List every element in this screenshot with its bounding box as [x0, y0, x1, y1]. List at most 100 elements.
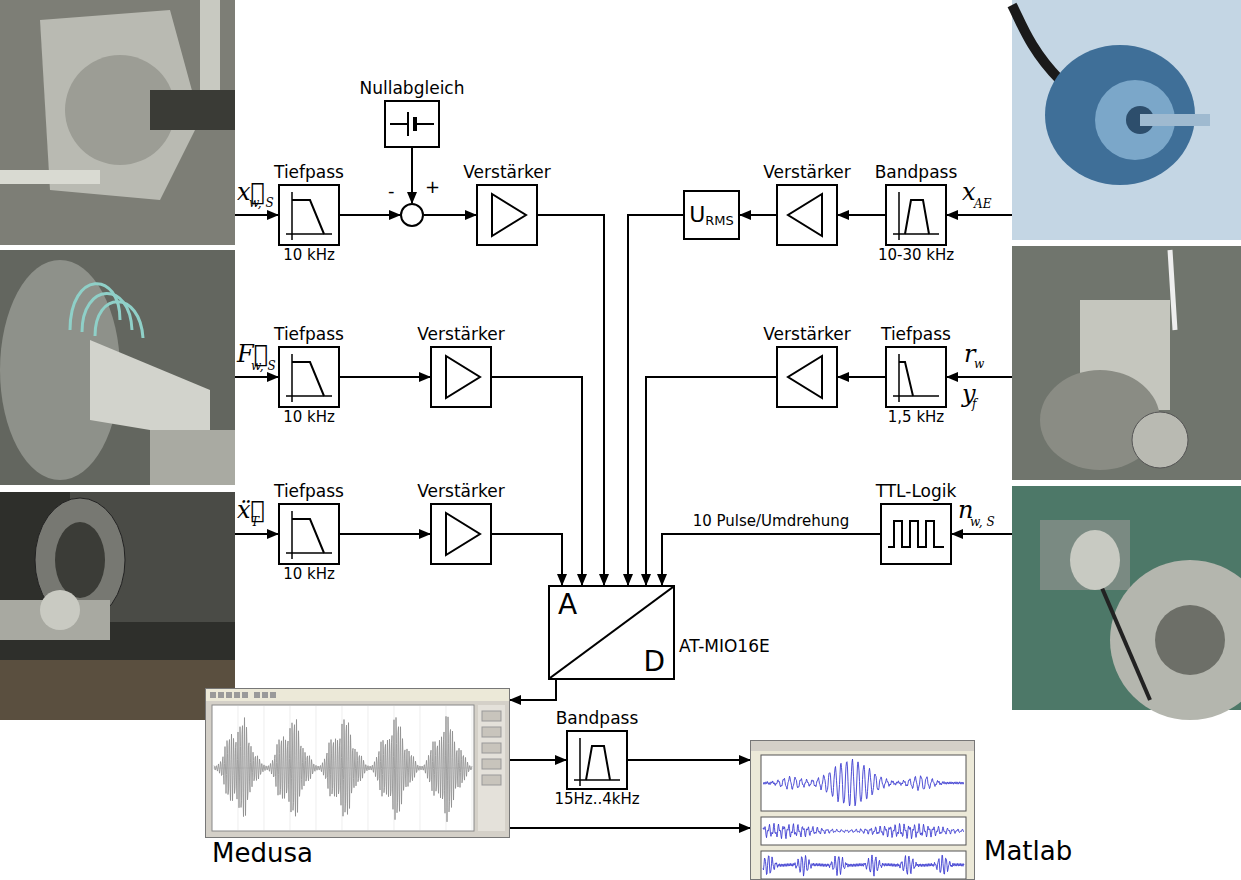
signal-subscript: f — [972, 398, 976, 410]
plot-panel — [761, 755, 966, 811]
bp-symbol — [568, 732, 626, 788]
block-label: Verstärker — [763, 325, 850, 345]
photo-ground — [0, 492, 235, 720]
signal-subscript: w, S — [249, 197, 274, 209]
battery-plate — [407, 112, 409, 136]
medusa-symbol — [206, 689, 509, 837]
cable — [1170, 250, 1175, 330]
block-label: Tiefpass — [274, 163, 344, 183]
panel-button — [482, 711, 501, 721]
signal-connector — [510, 759, 566, 761]
filter-axes — [286, 511, 332, 559]
software-screenshot: Medusa — [205, 688, 510, 838]
pulse-train — [888, 521, 944, 547]
lp-symbol — [280, 505, 338, 563]
filter-axes — [574, 738, 620, 786]
toolbar-icon — [226, 692, 232, 698]
plot-panel — [761, 851, 966, 879]
encoder — [1070, 530, 1120, 590]
amplifier-box: Verstärker — [430, 503, 492, 565]
ampl-symbol — [778, 348, 836, 406]
photo-ground — [1012, 246, 1241, 480]
offset-source: Nullabgleich — [384, 100, 440, 148]
block-label: U — [689, 202, 705, 227]
pulley-hub — [1155, 605, 1225, 675]
cutoff-frequency: 1,5 kHz — [888, 409, 944, 426]
block-label: Tiefpass — [881, 325, 951, 345]
filter-axes — [286, 354, 332, 402]
rod — [0, 170, 100, 184]
grid-line — [213, 768, 473, 769]
lowpass-filter: Tiefpass10 kHz — [278, 503, 340, 565]
toolbar-icon — [262, 692, 268, 698]
amplifier-triangle — [788, 356, 822, 398]
cutoff-frequency: 10 kHz — [283, 247, 335, 264]
signal-subscript: w, S — [251, 360, 276, 372]
photo-distance-sensor — [1012, 246, 1241, 480]
photo-ground — [1012, 0, 1241, 240]
bp-symbol — [887, 186, 945, 244]
bandpass-filter: Bandpass15Hz..4kHz — [566, 730, 628, 790]
filter-curve — [586, 746, 610, 780]
toolbar-icon — [254, 692, 260, 698]
signal-connector — [340, 214, 400, 216]
signal-connector — [538, 215, 604, 585]
amplifier-triangle — [446, 356, 480, 398]
battery-plate — [413, 117, 417, 131]
panel-button — [482, 775, 501, 785]
block-label: Nullabgleich — [360, 79, 465, 99]
filter-axes — [286, 192, 332, 240]
ampr-symbol — [478, 186, 536, 244]
lp2-symbol — [887, 348, 945, 406]
block-label: TTL-Logik — [876, 482, 957, 502]
signal-connector — [628, 759, 750, 761]
block-label: Verstärker — [463, 163, 550, 183]
ring-core — [55, 522, 105, 598]
signal-name: r — [964, 342, 975, 366]
filter-curve — [292, 519, 324, 553]
amplifier-box: Verstärker — [430, 346, 492, 408]
cutoff-frequency: 15Hz..4kHz — [554, 791, 639, 808]
filter-axes — [893, 354, 939, 402]
cable — [1012, 5, 1060, 80]
panel-button — [482, 727, 501, 737]
lp-symbol — [280, 186, 338, 244]
base — [0, 660, 235, 720]
block-label: Bandpass — [556, 709, 639, 729]
program-name: Medusa — [212, 839, 313, 869]
shaft — [150, 90, 235, 130]
waveform — [214, 716, 472, 822]
lowpass-filter: Tiefpass1,5 kHz — [885, 346, 947, 408]
bandpass-filter: Bandpass10-30 kHz — [885, 184, 947, 246]
waveform — [763, 823, 964, 838]
photo-accelerometer — [0, 492, 235, 720]
lp-symbol — [280, 348, 338, 406]
amplifier-triangle — [446, 513, 480, 555]
ampl-symbol — [778, 186, 836, 244]
photo-ground — [0, 0, 235, 245]
card-name: AT-MIO16E — [679, 637, 770, 657]
signal-line — [952, 533, 1012, 535]
photo-spindle — [0, 0, 235, 245]
block-label: Verstärker — [417, 325, 504, 345]
lowpass-filter: Tiefpass10 kHz — [278, 184, 340, 246]
block-label: Bandpass — [875, 163, 958, 183]
amplifier-box: Verstärker — [776, 346, 838, 408]
waveform — [763, 759, 964, 806]
matlab-symbol — [751, 741, 974, 879]
holder-base — [150, 430, 235, 485]
amplifier-triangle — [492, 194, 526, 236]
ampr-symbol — [432, 505, 490, 563]
toolbar-icon — [210, 692, 216, 698]
rod — [200, 0, 220, 90]
photo-force-sensor — [0, 250, 235, 485]
panel-button — [482, 743, 501, 753]
filter-curve — [292, 362, 324, 396]
software-screenshot: Matlab — [750, 740, 975, 880]
cable — [82, 293, 132, 332]
rms-converter: URMS — [683, 190, 740, 240]
menu-bar — [751, 741, 974, 751]
signal-line — [235, 214, 278, 216]
signal-connector — [510, 827, 750, 829]
